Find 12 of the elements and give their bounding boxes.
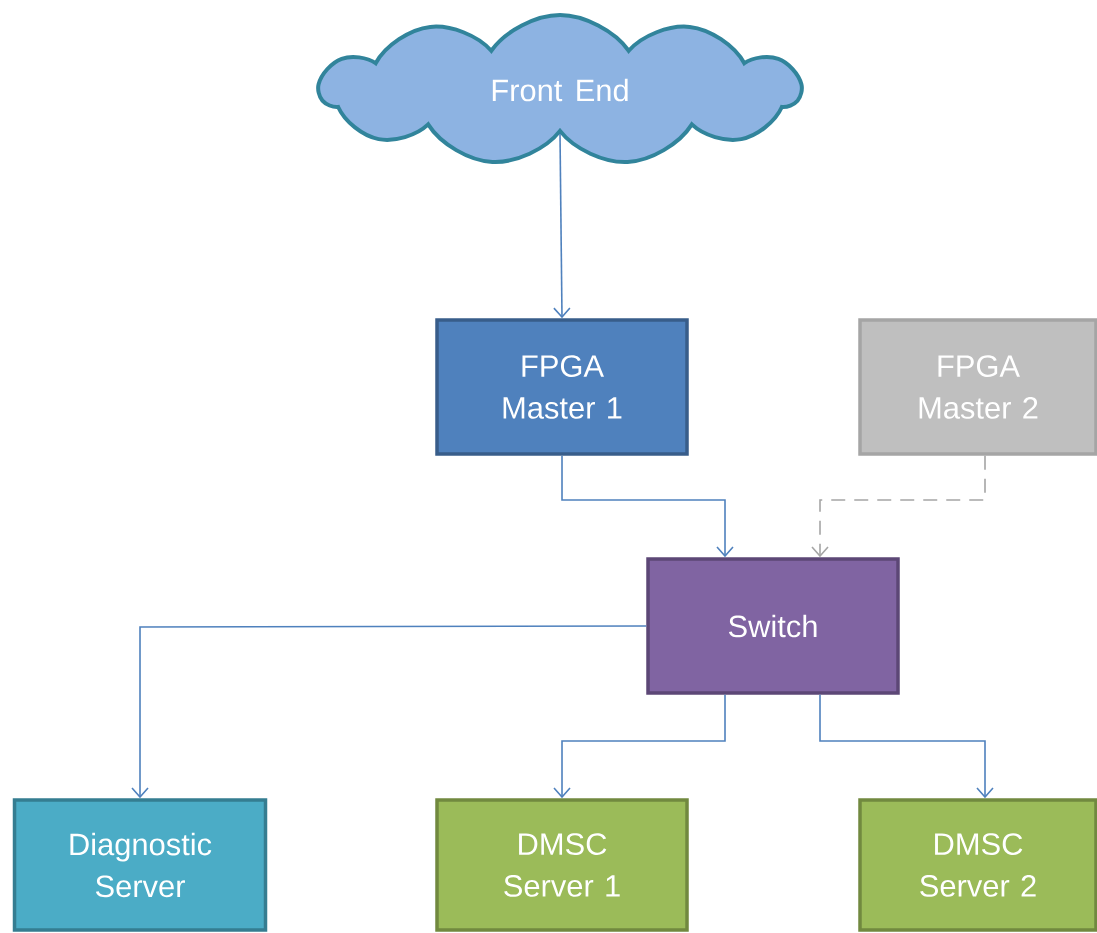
process-box: FPGA Master 2 [858,318,1097,456]
arrow [811,454,986,558]
arrow [561,454,734,558]
arrow [131,625,648,799]
arrow [553,693,726,799]
server-box: Diagnostic Server [12,798,268,932]
server-box: DMSC Server 1 [435,798,689,932]
process-box: FPGA Master 1 [435,318,689,456]
arrow [553,133,571,319]
arrow [819,693,994,799]
process-box: Switch [646,557,900,695]
server-box: DMSC Server 2 [858,798,1097,932]
